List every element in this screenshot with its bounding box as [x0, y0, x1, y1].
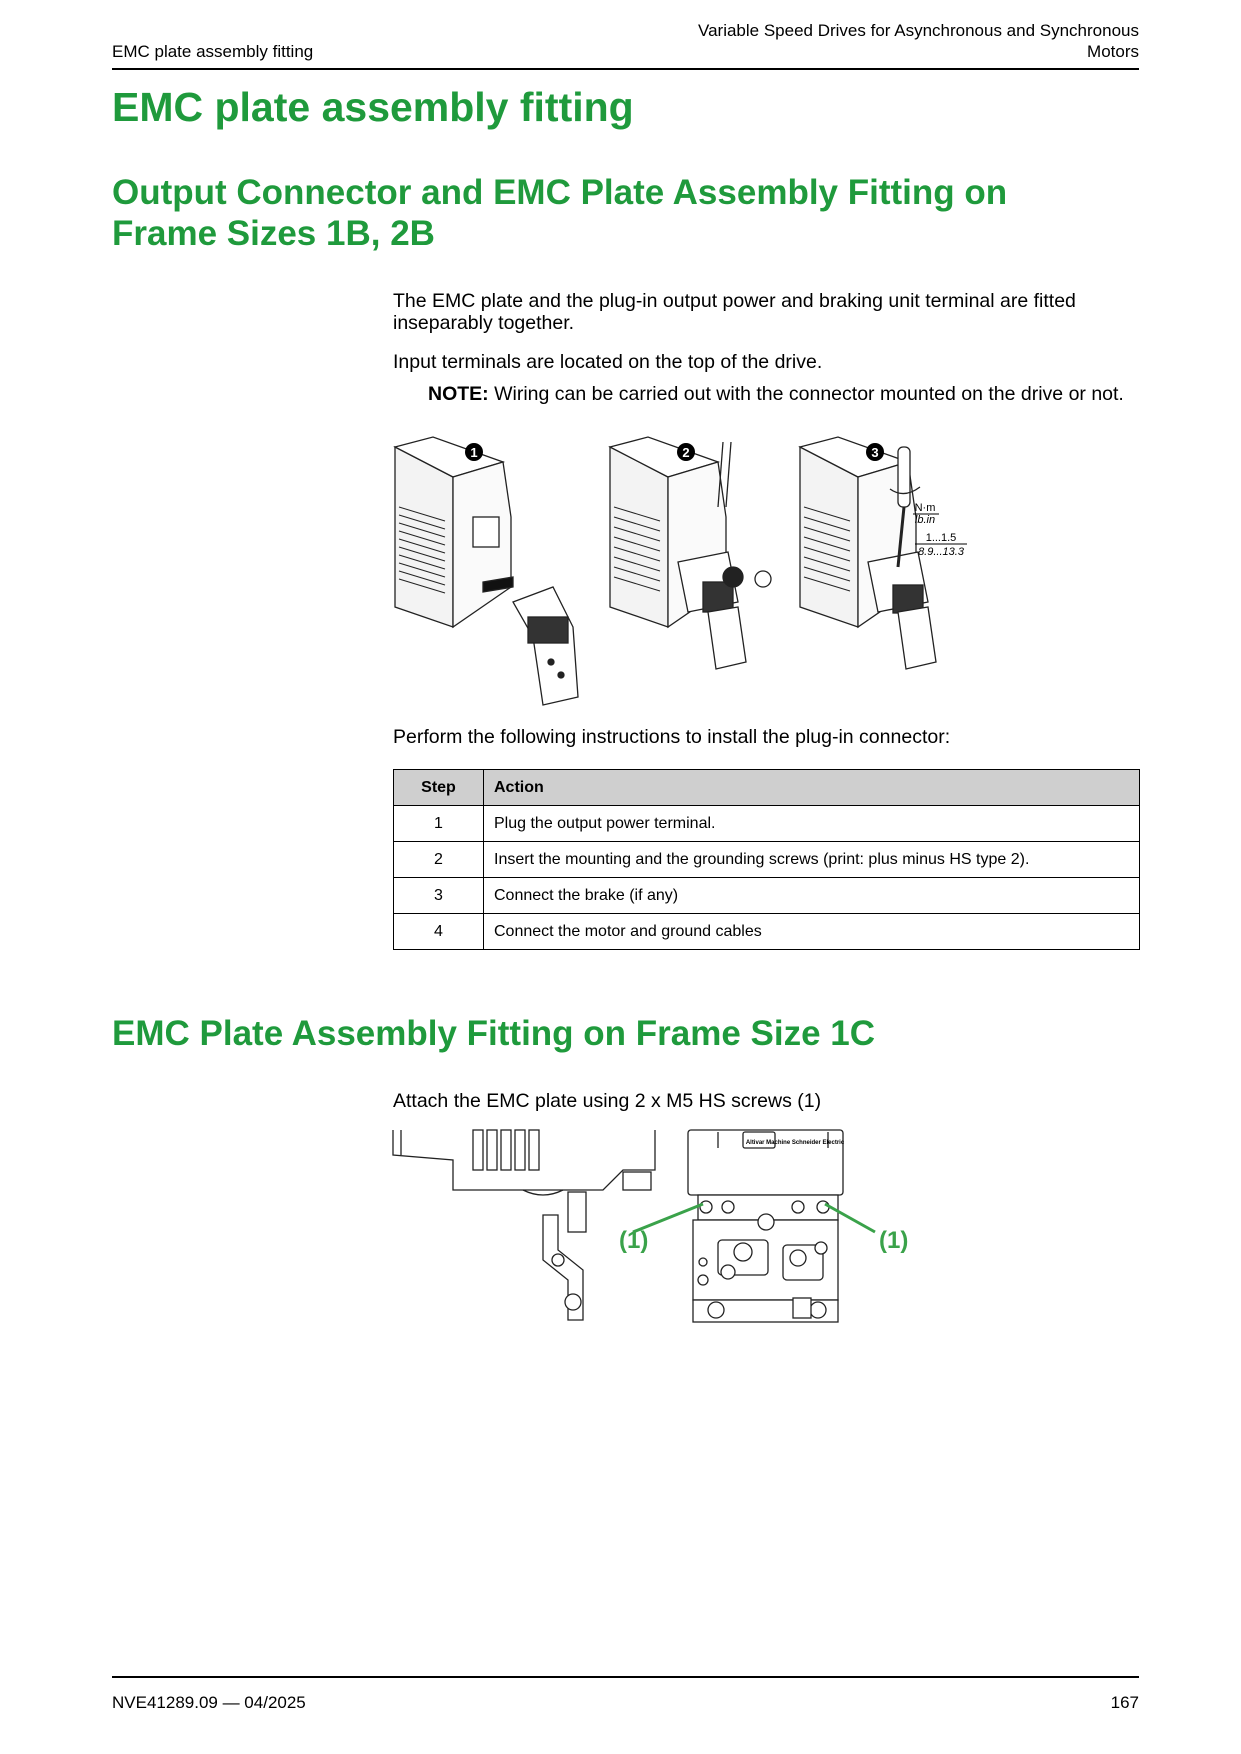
input-terminals-paragraph: Input terminals are located on the top o…	[393, 351, 823, 373]
installation-steps-table: Step Action 1 Plug the output power term…	[393, 769, 1140, 950]
screw-label-left: (1)	[619, 1227, 648, 1254]
step-2-callout: 2	[677, 443, 695, 461]
note-text: Wiring can be carried out with the conne…	[488, 383, 1124, 405]
section-heading-frame-1b-2b: Output Connector and EMC Plate Assembly …	[112, 173, 1008, 253]
note: NOTE: Wiring can be carried out with the…	[428, 383, 1139, 406]
table-row: 4 Connect the motor and ground cables	[393, 913, 1140, 950]
fitting-step-2-drawing	[608, 436, 772, 670]
step-number: 3	[393, 877, 484, 914]
instruction-paragraph: Perform the following instructions to in…	[393, 726, 951, 748]
svg-text:3: 3	[871, 445, 878, 460]
header-section-title: EMC plate assembly fitting	[112, 42, 314, 61]
fitting-step-3-drawing	[798, 436, 937, 670]
step-3-callout: 3	[866, 443, 884, 461]
step-action: Plug the output power terminal.	[483, 805, 1140, 842]
step-number: 1	[393, 805, 484, 842]
schneider-electric-logo: Schneider Electric	[792, 1140, 845, 1146]
table-row: 3 Connect the brake (if any)	[393, 877, 1140, 914]
table-header-row: Step Action	[393, 769, 1140, 806]
emc-plate-front-view	[687, 1129, 844, 1323]
callout-line-right	[824, 1202, 876, 1234]
step-number: 2	[393, 841, 484, 878]
emc-plate-illustration: Altivar Machine Schneider Electric (1) (…	[392, 1129, 908, 1323]
column-header-action: Action	[483, 769, 1140, 806]
page-title: EMC plate assembly fitting	[112, 84, 634, 130]
callout-line-left	[632, 1202, 704, 1234]
page-number: 167	[1110, 1693, 1139, 1712]
torque-value-lbin: 8.9...13.3	[918, 546, 965, 558]
step-action: Insert the mounting and the grounding sc…	[483, 841, 1140, 878]
step-1-callout: 1	[465, 443, 483, 461]
svg-text:2: 2	[682, 445, 689, 460]
table-row: 1 Plug the output power terminal.	[393, 805, 1140, 842]
connector-fitting-illustration: 1 2 3 N·m lb.in 1...1.5 8.9...13.3	[393, 436, 967, 706]
section-heading-frame-1c: EMC Plate Assembly Fitting on Frame Size…	[112, 1014, 876, 1053]
page-header: EMC plate assembly fitting Variable Spee…	[112, 18, 1139, 70]
emc-plate-side-view	[392, 1129, 656, 1321]
attach-plate-paragraph: Attach the EMC plate using 2 x M5 HS scr…	[393, 1090, 822, 1112]
note-label: NOTE:	[428, 383, 489, 405]
header-title-line-1: Variable Speed Drives for Asynchronous a…	[698, 21, 1139, 40]
step-action: Connect the brake (if any)	[483, 877, 1140, 914]
fitting-step-1-drawing	[393, 436, 579, 706]
svg-text:1: 1	[470, 445, 477, 460]
column-header-step: Step	[393, 769, 484, 806]
torque-unit-lbin: lb.in	[915, 514, 935, 526]
step-action: Connect the motor and ground cables	[483, 913, 1140, 950]
torque-value-nm: 1...1.5	[926, 532, 957, 544]
altivar-machine-logo: Altivar Machine	[746, 1140, 791, 1146]
intro-paragraph: The EMC plate and the plug-in output pow…	[393, 290, 1076, 334]
step-number: 4	[393, 913, 484, 950]
table-row: 2 Insert the mounting and the grounding …	[393, 841, 1140, 878]
screw-label-right: (1)	[879, 1227, 908, 1254]
torque-unit-nm: N·m	[915, 502, 936, 514]
header-document-title: Variable Speed Drives for Asynchronous a…	[698, 20, 1139, 62]
document-reference: NVE41289.09 — 04/2025	[112, 1693, 306, 1712]
header-title-line-2: Motors	[1087, 42, 1139, 61]
page-footer: NVE41289.09 — 04/2025 167	[112, 1676, 1139, 1712]
